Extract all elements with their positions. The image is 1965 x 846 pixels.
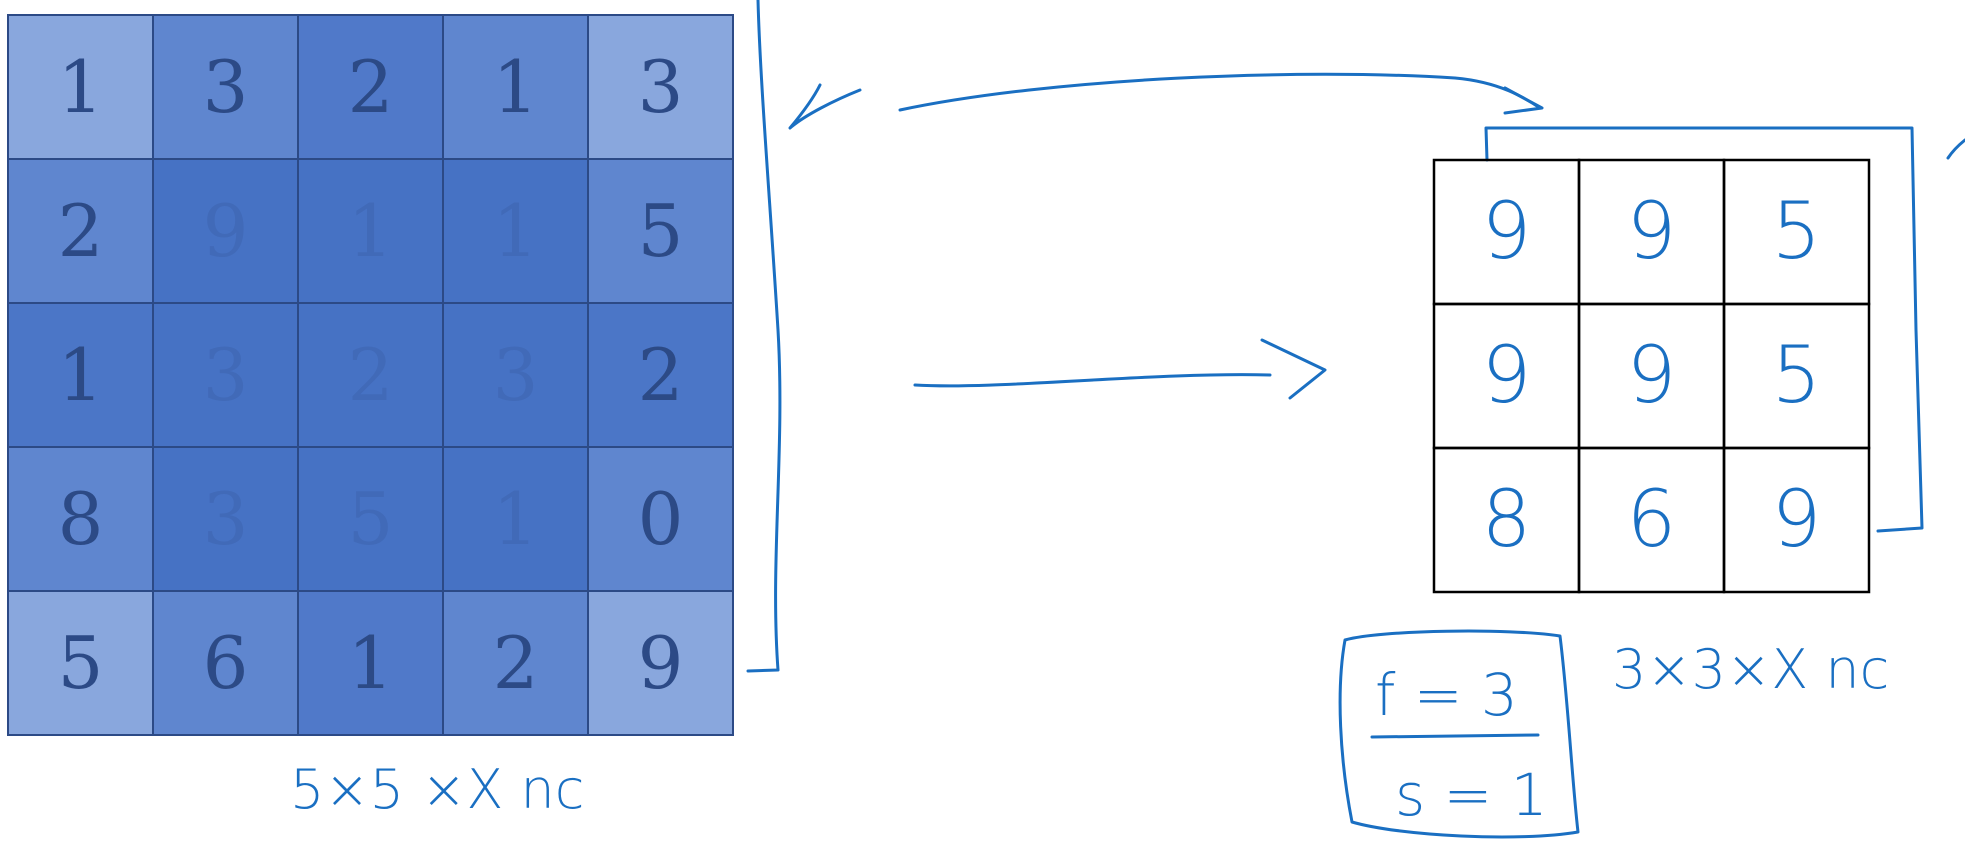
input-cell-value: 5 <box>348 477 394 561</box>
input-cell <box>587 446 734 592</box>
input-cell-value: 1 <box>493 477 539 561</box>
output-cell-value: 9 <box>1627 331 1677 421</box>
input-cell <box>7 590 154 736</box>
output-cell-value: 9 <box>1482 331 1532 421</box>
output-cell-value: 5 <box>1772 187 1822 277</box>
input-cell-value: 3 <box>203 45 249 129</box>
hyperparams-box <box>1338 629 1580 839</box>
input-cell-value: 3 <box>638 45 684 129</box>
input-cell <box>442 302 589 448</box>
input-cell <box>7 446 154 592</box>
input-cell-value: 5 <box>638 189 684 273</box>
input-cell <box>152 302 299 448</box>
output-cell-value: 5 <box>1772 331 1822 421</box>
top-arrow-head-icon <box>1503 86 1544 115</box>
input-cell-value: 9 <box>638 621 684 705</box>
input-dimension-label: 5×5 ×X nc <box>290 758 584 821</box>
output-cell-value: 9 <box>1482 187 1532 277</box>
middle-arrow-head-icon <box>1260 338 1327 400</box>
input-cell-value: 3 <box>493 333 539 417</box>
input-cell-value: 1 <box>493 45 539 129</box>
input-matrix: 1 3 2 1 3 2 9 1 1 5 1 3 2 3 2 8 3 5 1 0 5 6 1 2 9 <box>7 14 734 736</box>
output-cell-value: 9 <box>1627 187 1677 277</box>
input-cell <box>442 446 589 592</box>
filter-size-label: f = 3 <box>1375 661 1518 729</box>
stride-label: s = 1 <box>1395 761 1548 829</box>
input-cell <box>587 590 734 736</box>
input-cell-value: 1 <box>348 189 394 273</box>
input-cell-value: 8 <box>58 477 104 561</box>
output-cell-value: 9 <box>1772 475 1822 565</box>
input-cell-value: 5 <box>58 621 104 705</box>
input-cell-value: 2 <box>638 333 684 417</box>
input-cell <box>152 446 299 592</box>
input-cell-value: 2 <box>493 621 539 705</box>
input-cell-value: 9 <box>203 189 249 273</box>
output-arrow-mark-icon <box>1946 138 1965 160</box>
hyperparams-divider <box>1370 733 1540 739</box>
input-cell-value: 2 <box>348 45 394 129</box>
input-cell-value: 0 <box>638 477 684 561</box>
output-top-bracket <box>1484 126 1924 533</box>
output-cell <box>1722 446 1871 594</box>
input-cell <box>297 446 444 592</box>
input-cell <box>587 158 734 304</box>
input-cell-value: 3 <box>203 477 249 561</box>
input-arrow-mark-icon <box>788 83 862 130</box>
input-cell <box>152 14 299 160</box>
input-cell-value: 3 <box>203 333 249 417</box>
output-dimension-label: 3×3×X nc <box>1612 638 1889 701</box>
input-right-bracket <box>746 0 782 673</box>
input-cell <box>587 302 734 448</box>
input-cell <box>152 590 299 736</box>
top-curved-arrow <box>898 72 1542 112</box>
output-cell-value: 6 <box>1627 475 1677 565</box>
input-cell-value: 2 <box>348 333 394 417</box>
input-cell <box>297 590 444 736</box>
input-cell <box>297 14 444 160</box>
input-cell-value: 2 <box>58 189 104 273</box>
middle-arrow <box>913 373 1272 388</box>
input-cell <box>7 14 154 160</box>
input-cell-value: 1 <box>58 45 104 129</box>
input-cell-value: 1 <box>348 621 394 705</box>
input-cell <box>442 14 589 160</box>
input-cell <box>297 158 444 304</box>
output-matrix: 9 9 5 9 9 5 8 6 9 <box>1432 158 1871 594</box>
output-cell-value: 8 <box>1482 475 1532 565</box>
input-cell-value: 1 <box>58 333 104 417</box>
input-cell <box>7 158 154 304</box>
input-cell-value: 6 <box>203 621 249 705</box>
input-cell-value: 1 <box>493 189 539 273</box>
